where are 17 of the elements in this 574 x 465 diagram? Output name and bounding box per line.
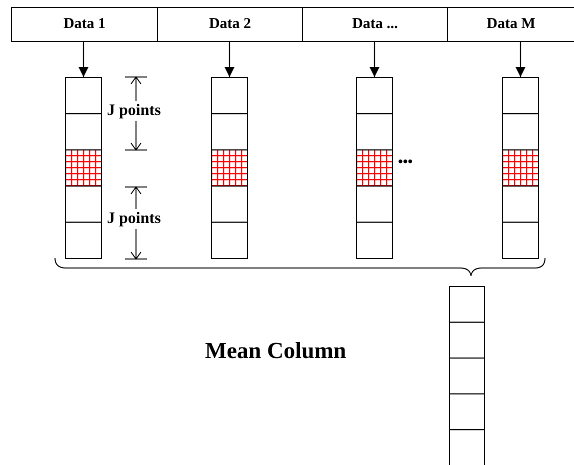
arrow	[516, 42, 526, 77]
header-cell: Data 2	[157, 7, 303, 42]
data-column	[65, 77, 102, 259]
ellipsis: •••	[398, 155, 413, 171]
arrow	[78, 42, 88, 77]
arrow	[224, 42, 234, 77]
data-column	[449, 286, 485, 465]
header-cell: Data ...	[302, 7, 448, 42]
header-cell: Data M	[447, 7, 574, 42]
arrow	[370, 42, 380, 77]
header-cell: Data 1	[11, 7, 158, 42]
data-column	[356, 77, 393, 259]
dimension-label: J points	[107, 101, 161, 121]
data-column	[211, 77, 248, 259]
data-column	[502, 77, 539, 259]
column-caption: Mean Column	[205, 338, 346, 364]
dimension-label: J points	[107, 209, 161, 229]
